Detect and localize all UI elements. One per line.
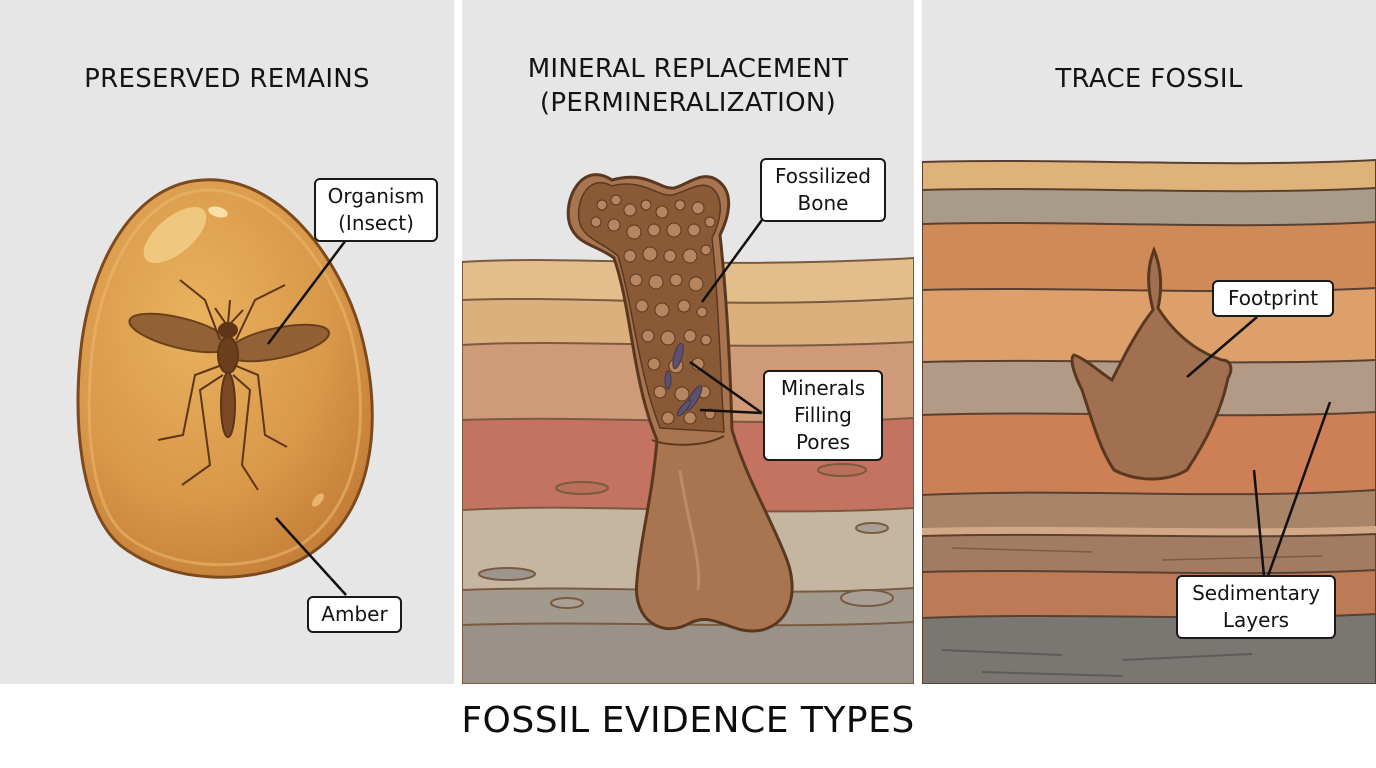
leader-line: [1252, 469, 1266, 577]
label-line: (Insect): [338, 211, 414, 235]
mineral-deposit-icon: [664, 342, 703, 417]
footprint-icon: [1070, 245, 1233, 481]
label-line: Organism: [327, 184, 425, 208]
leader-line: [1266, 401, 1332, 577]
leader-line: [267, 239, 347, 345]
label-amber: Amber: [307, 596, 402, 633]
panel-title: MINERAL REPLACEMENT (PERMINERALIZATION): [462, 52, 914, 120]
label-line: Fossilized: [774, 164, 872, 188]
diagram-title: FOSSIL EVIDENCE TYPES: [461, 700, 915, 741]
panel-trace-fossil: TRACE FOSSIL Footprint Sedimentary Layer…: [922, 0, 1376, 684]
fossilized-bone-icon: [566, 173, 794, 633]
leader-line: [1186, 316, 1258, 378]
panel-title-line1: MINERAL REPLACEMENT: [527, 54, 849, 84]
leader-line: [699, 408, 763, 415]
panel-preserved-remains: PRESERVED REMAINS: [0, 0, 454, 684]
insect-icon: [128, 279, 330, 491]
panel-title: TRACE FOSSIL: [1055, 64, 1243, 94]
leader-line: [275, 517, 347, 596]
label-line: Layers: [1222, 608, 1290, 632]
amber-illustration: [76, 178, 374, 596]
panel-mineral-replacement: MINERAL REPLACEMENT (PERMINERALIZATION): [462, 0, 914, 684]
label-line: Filling: [794, 403, 852, 427]
label-minerals-filling-pores: Minerals Filling Pores: [763, 370, 883, 461]
panel-title: PRESERVED REMAINS: [84, 64, 370, 94]
leader-line: [689, 360, 763, 415]
label-footprint: Footprint: [1212, 280, 1334, 317]
leader-line: [700, 219, 764, 303]
label-line: Bone: [797, 191, 849, 215]
label-line: Minerals: [780, 376, 866, 400]
label-fossilized-bone: Fossilized Bone: [760, 158, 886, 222]
panel-title-line2: (PERMINERALIZATION): [539, 88, 837, 118]
label-line: Sedimentary: [1192, 581, 1320, 605]
label-organism-insect: Organism (Insect): [314, 178, 438, 242]
bone-in-strata-illustration: [462, 173, 914, 684]
label-line: Pores: [795, 430, 851, 454]
label-sedimentary-layers: Sedimentary Layers: [1176, 575, 1336, 639]
